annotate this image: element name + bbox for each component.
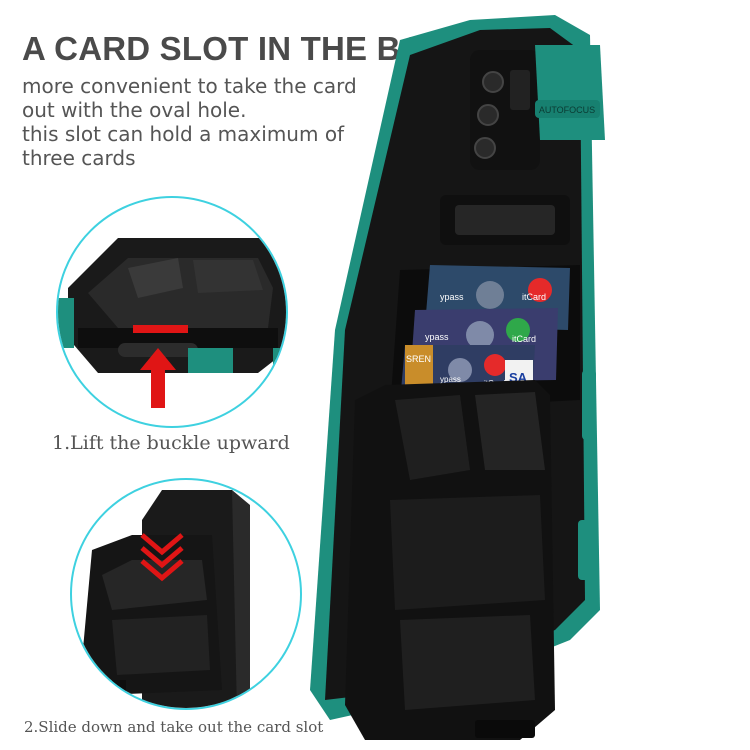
down-chevron-icon: [140, 533, 184, 582]
detail-circle-lift-buckle: [56, 196, 288, 428]
buckle-closeup-illustration: [58, 238, 286, 408]
phone-case-product-image: AUTOFOCUS ypass itCard ypass itCard: [300, 0, 750, 750]
card2-right-text: itCard: [512, 334, 536, 344]
step1-label: 1.Lift the buckle upward: [52, 432, 290, 454]
description: more convenient to take the card out wit…: [22, 74, 442, 170]
phone-case-illustration: AUTOFOCUS ypass itCard ypass itCard: [310, 15, 605, 740]
detail-circle-slide-down: [70, 478, 302, 710]
card1-left-text: ypass: [440, 292, 464, 302]
card3-mid-text: ypass: [440, 375, 461, 384]
camera-module: AUTOFOCUS: [470, 45, 605, 170]
card-holder-slider: [345, 380, 555, 740]
description-line: this slot can hold a maximum of: [22, 122, 345, 146]
card1-right-text: itCard: [522, 292, 546, 302]
description-line: out with the oval hole.: [22, 98, 247, 122]
description-line: three cards: [22, 146, 136, 170]
description-line: more convenient to take the card: [22, 74, 357, 98]
slot-closeup-illustration: [82, 490, 250, 708]
card3-left-text: SREN: [406, 354, 431, 364]
camera-badge: AUTOFOCUS: [539, 105, 595, 115]
step2-label: 2.Slide down and take out the card slot: [24, 718, 324, 736]
card2-left-text: ypass: [425, 332, 449, 342]
up-arrow-icon: [140, 348, 176, 408]
